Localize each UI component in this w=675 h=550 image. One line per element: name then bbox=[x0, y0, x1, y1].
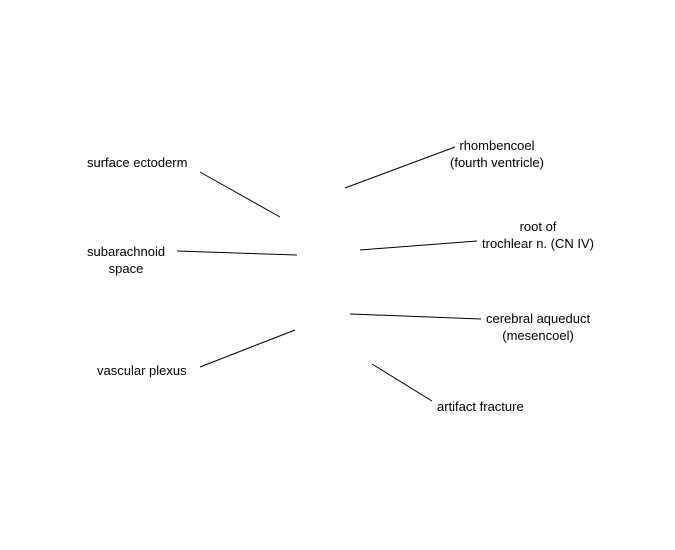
leader-subarachnoid-space bbox=[176, 250, 298, 256]
label-surface-ectoderm-text: surface ectoderm bbox=[87, 155, 188, 170]
label-cerebral-aqueduct-line2: (mesencoel) bbox=[502, 328, 574, 343]
label-rhombencoel-line1: rhombencoel bbox=[459, 138, 535, 153]
label-artifact-fracture-text: artifact fracture bbox=[437, 399, 524, 414]
label-root-trochlear-line2: trochlear n. (CN IV) bbox=[482, 236, 594, 251]
label-cerebral-aqueduct: cerebral aqueduct (mesencoel) bbox=[486, 310, 590, 344]
leader-artifact-fracture bbox=[371, 363, 433, 402]
leader-root-trochlear bbox=[359, 240, 478, 251]
leader-surface-ectoderm bbox=[199, 171, 281, 218]
label-rhombencoel: rhombencoel (fourth ventricle) bbox=[450, 137, 544, 171]
leader-vascular-plexus bbox=[199, 329, 296, 368]
label-vascular-plexus-text: vascular plexus bbox=[97, 363, 187, 378]
leader-cerebral-aqueduct bbox=[349, 313, 482, 320]
label-subarachnoid-space-line2: space bbox=[108, 261, 144, 276]
leader-rhombencoel bbox=[344, 146, 456, 189]
label-artifact-fracture: artifact fracture bbox=[437, 398, 524, 415]
label-surface-ectoderm: surface ectoderm bbox=[87, 154, 187, 171]
label-root-trochlear-line1: root of bbox=[519, 219, 557, 234]
label-root-trochlear: root of trochlear n. (CN IV) bbox=[482, 218, 594, 252]
label-rhombencoel-line2: (fourth ventricle) bbox=[450, 155, 544, 170]
label-subarachnoid-space: subarachnoid space bbox=[87, 243, 165, 277]
label-subarachnoid-space-line1: subarachnoid bbox=[87, 244, 166, 259]
label-cerebral-aqueduct-line1: cerebral aqueduct bbox=[486, 311, 591, 326]
label-vascular-plexus: vascular plexus bbox=[97, 362, 187, 379]
